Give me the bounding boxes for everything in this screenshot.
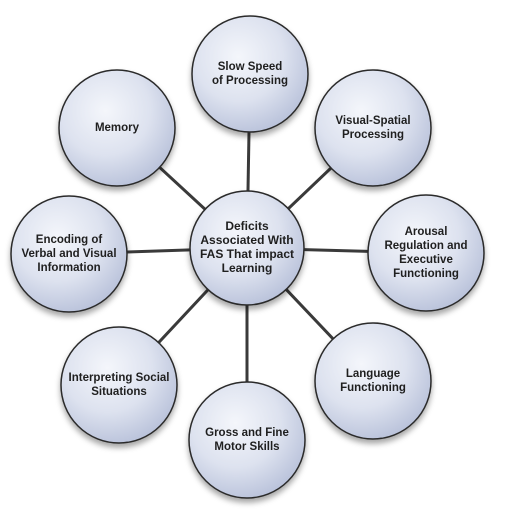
node-label-line: Information [37,262,100,274]
node-circle [58,69,176,187]
node-label-line: Gross and Fine [205,427,289,439]
node-label-line: Motor Skills [214,441,279,453]
node-label-line: Regulation and [384,240,467,252]
node-label-line: Executive [399,254,453,266]
node-label-line: of Processing [212,75,288,87]
node-label-line: Interpreting Social [69,372,170,384]
center-circle [189,190,305,306]
node-memory: Memory [58,69,176,187]
center-label-line: Associated With [200,233,293,247]
node-label-line: Processing [342,129,404,141]
node-circle [60,326,178,444]
center-label-line: Learning [222,261,273,275]
node-label-line: Arousal [405,226,448,238]
node-circle [314,322,432,440]
center-label-line: FAS That impact [200,247,294,261]
node-label-line: Encoding of [36,234,103,246]
node-circle [188,381,306,499]
node-slow-speed-of-processing: Slow Speed of Processing [191,15,309,133]
node-circle [10,195,128,313]
node-label-line: Slow Speed [218,61,283,73]
center-label-line: Deficits [225,219,269,233]
node-label-line: Memory [95,122,140,134]
node-label-line: Language [346,368,400,380]
node-circle [191,15,309,133]
node-circle [314,69,432,187]
node-label-line: Situations [91,386,147,398]
node-label-line: Verbal and Visual [21,248,116,260]
node-circle [367,194,485,312]
node-label-line: Functioning [340,382,406,394]
node-label-line: Visual-Spatial [335,115,410,127]
node-label-line: Functioning [393,268,459,280]
